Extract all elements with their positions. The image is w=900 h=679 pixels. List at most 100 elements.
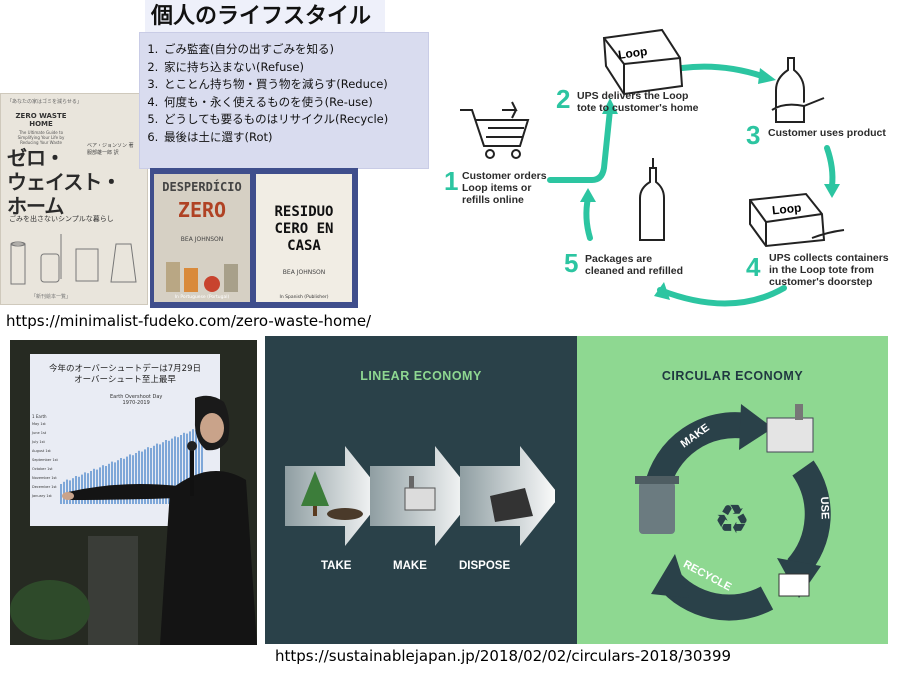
book-translator-name: 服部雄一郎 訳	[87, 150, 119, 156]
book2-caption: In Portuguese (Portugal)	[174, 295, 230, 300]
cart-icon	[460, 101, 530, 159]
overshoot-bar	[195, 430, 197, 504]
slide-list: ごみ監査(自分の出すごみを知る) 家に持ち込まない(Refuse) とことん持ち…	[140, 33, 428, 146]
presentation-photo: 今年のオーバーシュートデーは7月29日 オーバーシュート至上最早 1 Earth…	[10, 340, 257, 645]
overshoot-bar	[90, 471, 92, 504]
desperdicio-zero-book: DESPERDÍCIO ZERO BEA JOHNSON In Portugue…	[154, 174, 250, 302]
linear-vs-circular-economy: LINEAR ECONOMY TAKE MAKE DISPOSE CIRCULA…	[265, 336, 888, 644]
overshoot-bar	[165, 440, 167, 504]
step-1-number: 1	[444, 166, 459, 196]
overshoot-bar	[177, 437, 179, 504]
linear-flow-arrows	[285, 446, 555, 546]
overshoot-bar	[171, 438, 173, 504]
recycle-symbol-icon: ♻	[714, 497, 750, 543]
bottle-hand-icon	[771, 57, 825, 123]
book-en-title: ZERO WASTE HOME	[15, 112, 67, 128]
book-jp-title-line1: ゼロ・	[7, 146, 65, 170]
residuo-cero-book: RESIDUO CERO EN CASA BEA JOHNSON In Span…	[256, 174, 352, 302]
step-5-number: 5	[564, 248, 579, 278]
overshoot-bar	[63, 481, 65, 504]
source-url-top[interactable]: https://minimalist-fudeko.com/zero-waste…	[6, 312, 372, 330]
circular-cycle-arrows: ♻	[635, 404, 831, 621]
overshoot-bar	[117, 460, 119, 504]
loop-cycle-arrows	[460, 28, 845, 307]
overshoot-bar	[201, 425, 203, 504]
factory-icon	[404, 487, 436, 511]
linear-economy-panel: LINEAR ECONOMY TAKE MAKE DISPOSE	[265, 336, 577, 644]
slide-item: とことん持ち物・買う物を減らす(Reduce)	[162, 76, 428, 94]
book2-author: BEA JOHNSON	[180, 236, 224, 243]
screen-title-line2: オーバーシュート至上最早	[74, 375, 176, 385]
overshoot-bar	[198, 427, 200, 504]
overshoot-bar	[105, 466, 107, 504]
book-jp-subtitle: ごみを出さないシンプルな暮らし	[9, 215, 114, 223]
refill-bottle-icon	[639, 158, 665, 241]
book-author: ベア・ジョンソン 著 服部雄一郎 訳	[87, 142, 134, 156]
overshoot-bar	[93, 468, 95, 504]
overshoot-bar	[84, 472, 86, 504]
source-url-bottom[interactable]: https://sustainablejapan.jp/2018/02/02/c…	[275, 647, 732, 665]
jars-illustration	[166, 262, 238, 292]
book-jp-title-line3: ホーム	[7, 194, 64, 218]
chart-legend: 1 Earth	[32, 414, 47, 419]
book3-author: BEA JOHNSON	[282, 269, 326, 276]
step-3-text: Customer uses product	[768, 127, 886, 139]
slide-item: どうしても要るものはリサイクル(Recycle)	[162, 111, 428, 129]
overshoot-bar	[123, 458, 125, 504]
overshoot-bar	[153, 445, 155, 504]
overshoot-bar	[108, 463, 110, 504]
linear-step-make: MAKE	[393, 560, 427, 572]
overshoot-bar	[75, 476, 77, 504]
step-4-number: 4	[746, 252, 761, 282]
overshoot-bar	[111, 461, 113, 504]
step-2-number: 2	[556, 84, 571, 114]
overshoot-bar	[174, 436, 176, 504]
linear-step-dispose: DISPOSE	[459, 560, 511, 572]
overshoot-bar	[144, 449, 146, 504]
electronics-icon	[778, 573, 810, 597]
book-illustration	[10, 234, 137, 285]
overshoot-bar	[60, 484, 62, 504]
slide-item: 家に持ち込まない(Refuse)	[162, 59, 428, 77]
linear-economy-title: LINEAR ECONOMY	[360, 369, 482, 383]
slide-title: 個人のライフスタイル変革	[145, 0, 385, 62]
circular-economy-title: CIRCULAR ECONOMY	[661, 369, 804, 383]
overshoot-bar	[126, 456, 128, 504]
recycle-bin-icon	[639, 482, 675, 534]
overshoot-bar	[150, 448, 152, 504]
circular-economy-panel: CIRCULAR ECONOMY ♻ MAKE USE RECYCLE	[577, 336, 888, 644]
overshoot-bar	[99, 467, 101, 504]
overshoot-bar	[66, 479, 68, 504]
speaker-figure	[10, 395, 257, 645]
translated-books-panel: DESPERDÍCIO ZERO BEA JOHNSON In Portugue…	[150, 168, 358, 308]
overshoot-bar	[102, 465, 104, 504]
overshoot-bar	[135, 453, 137, 504]
book-en-subtitle: The Ultimate Guide to Simplifying Your L…	[17, 130, 65, 145]
step-3-number: 3	[746, 120, 761, 150]
loop-tote-icon	[602, 28, 684, 96]
screen-title-line1: 今年のオーバーシュートデーは7月29日	[49, 364, 201, 374]
tree-icon	[301, 471, 329, 506]
book2-title-line2: ZERO	[177, 198, 227, 222]
book3-title: RESIDUO CERO EN CASA	[274, 204, 334, 254]
book3-caption: In Spanish (Publisher)	[279, 295, 329, 300]
book-jp-title: ゼロ・ ウェイスト・ ホーム	[7, 146, 121, 218]
overshoot-bar	[168, 440, 170, 504]
book-footer: 「新刊絵本一覧」	[31, 294, 72, 300]
overshoot-bar	[180, 435, 182, 504]
factory-icon	[766, 417, 814, 453]
overshoot-bar	[120, 458, 122, 504]
book-author-name: ベア・ジョンソン 著	[87, 143, 134, 149]
overshoot-bar	[183, 432, 185, 504]
overshoot-bar	[138, 450, 140, 504]
overshoot-bar	[132, 455, 134, 504]
overshoot-bar	[186, 433, 188, 504]
circular-step-use: USE	[817, 496, 831, 520]
book-top-note: 「あなたの家はゴミを減らせる」	[7, 99, 82, 105]
